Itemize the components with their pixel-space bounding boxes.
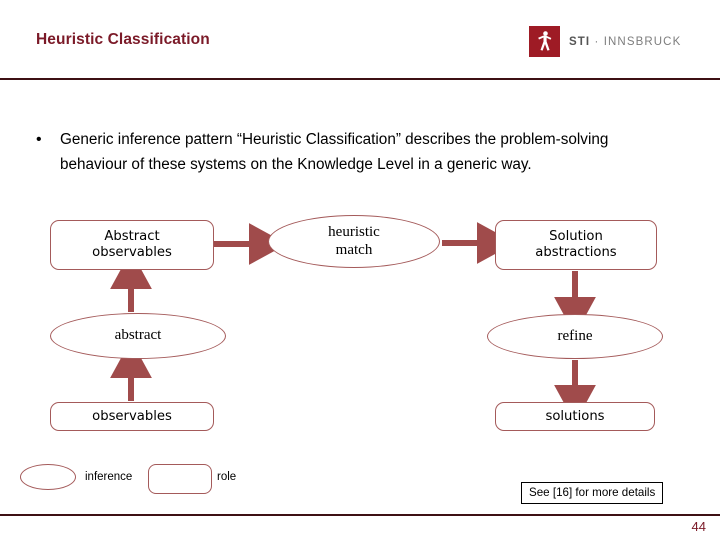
node-label-line2: observables — [92, 245, 172, 260]
footer-divider — [0, 514, 720, 516]
sti-person-icon — [529, 26, 560, 57]
node-label-line1: Abstract — [104, 229, 160, 245]
logo-wordmark-sti: STI — [569, 35, 591, 48]
node-label-line2: abstractions — [535, 245, 617, 260]
legend-inference-label: inference — [85, 471, 133, 483]
node-observables[interactable]: observables — [50, 402, 214, 431]
footnote-box: See [16] for more details — [521, 482, 664, 504]
node-label: refine — [557, 327, 593, 344]
node-label-line1: heuristic — [328, 223, 380, 240]
node-label: solutions — [545, 408, 605, 424]
node-solutions[interactable]: solutions — [495, 402, 655, 431]
header-divider — [0, 78, 720, 80]
node-heuristic-match[interactable]: heuristic match — [268, 215, 440, 268]
bullet-item: • Generic inference pattern “Heuristic C… — [36, 128, 666, 177]
bullet-marker: • — [36, 131, 42, 148]
node-label: observables — [92, 408, 172, 424]
legend-inference-shape — [20, 464, 76, 490]
node-label: abstract — [114, 327, 162, 344]
logo-wordmark-innsbruck: · INNSBRUCK — [594, 35, 682, 48]
node-solution-abstractions[interactable]: Solution abstractions — [495, 220, 657, 270]
logo-wordmark: STI · INNSBRUCK — [569, 36, 681, 48]
node-abstract[interactable]: abstract — [50, 313, 226, 359]
page-title: Heuristic Classification — [36, 31, 210, 48]
page-number: 44 — [691, 519, 706, 534]
node-label-line2: match — [335, 241, 373, 258]
node-refine[interactable]: refine — [487, 314, 663, 359]
legend-role-shape — [148, 464, 212, 494]
legend-role-label: role — [217, 471, 237, 483]
node-label-line1: Solution — [549, 229, 603, 245]
node-abstract-observables[interactable]: Abstract observables — [50, 220, 214, 270]
bullet-text: Generic inference pattern “Heuristic Cla… — [60, 131, 609, 173]
logo: STI · INNSBRUCK — [529, 26, 681, 57]
